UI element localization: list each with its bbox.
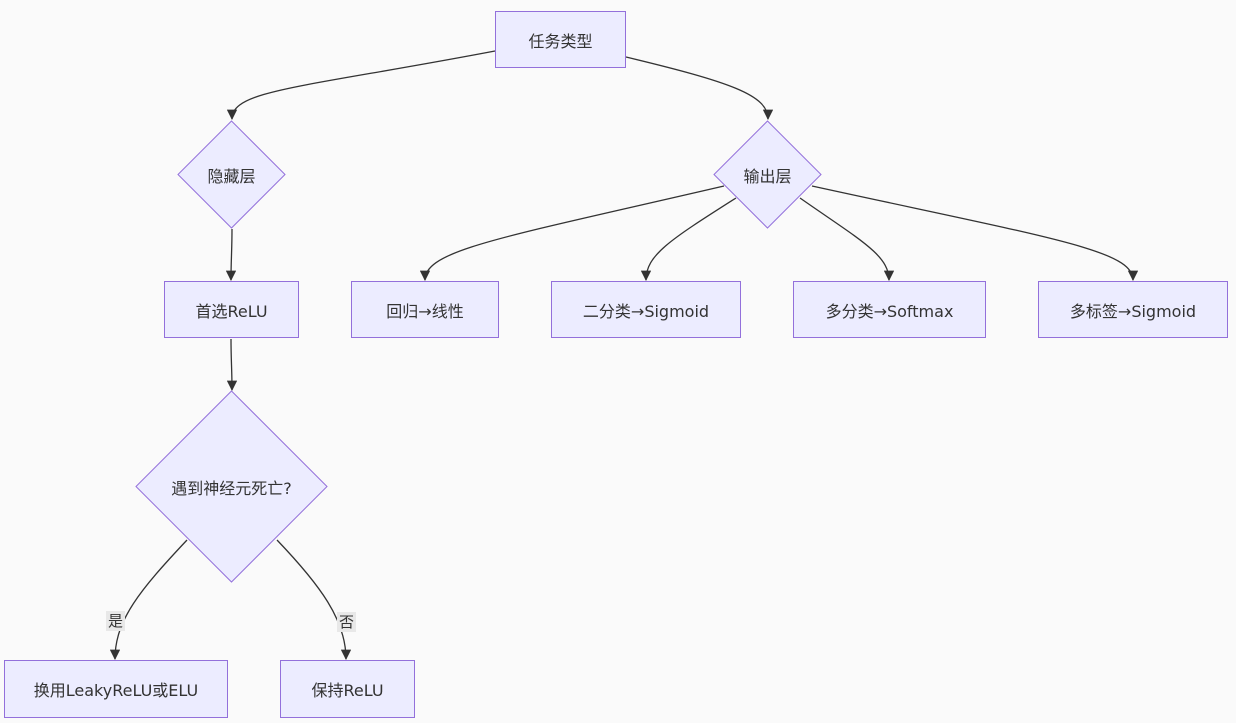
node-multiclass-label: 多分类→Softmax [825,301,954,321]
node-multilabel-label: 多标签→Sigmoid [1069,301,1197,321]
node-keep-relu: 保持ReLU [280,660,415,718]
edge-dead-to-keep [276,539,352,661]
edge-task-to-output [625,56,774,121]
node-output-layer-label: 输出层 [743,166,792,186]
node-multiclass: 多分类→Softmax [793,281,986,338]
node-task-type-label: 任务类型 [528,31,593,51]
node-hidden-layer: 隐藏层 [177,120,286,229]
node-dead-neuron: 遇到神经元死亡? [135,390,328,583]
edge-output-to-regression [419,185,725,282]
edge-output-to-multiclass [799,197,895,282]
edge-output-to-multilabel [811,185,1139,282]
diamond-shape [713,120,822,229]
node-regression: 回归→线性 [351,281,499,338]
node-output-layer: 输出层 [713,120,822,229]
node-dead-neuron-label: 遇到神经元死亡? [171,478,292,498]
edge-task-to-hidden [226,50,496,121]
edge-label-yes: 是 [106,611,126,631]
node-regression-label: 回归→线性 [386,301,464,321]
node-binary-label: 二分类→Sigmoid [582,301,710,321]
diamond-shape [135,390,328,583]
edge-hidden-to-relu [225,228,237,282]
node-prefer-relu-label: 首选ReLU [195,301,268,321]
node-hidden-layer-label: 隐藏层 [207,166,256,186]
edge-dead-to-switch [109,539,188,661]
node-binary: 二分类→Sigmoid [551,281,741,338]
edge-label-no: 否 [337,612,357,632]
node-switch-leaky: 换用LeakyReLU或ELU [4,660,228,718]
node-switch-leaky-label: 换用LeakyReLU或ELU [33,681,199,700]
node-multilabel: 多标签→Sigmoid [1038,281,1228,338]
edge-output-to-binary [640,197,737,282]
node-prefer-relu: 首选ReLU [164,281,299,338]
edge-relu-to-dead [226,338,238,392]
node-task-type: 任务类型 [495,11,626,68]
node-keep-relu-label: 保持ReLU [311,681,384,700]
diamond-shape [177,120,286,229]
